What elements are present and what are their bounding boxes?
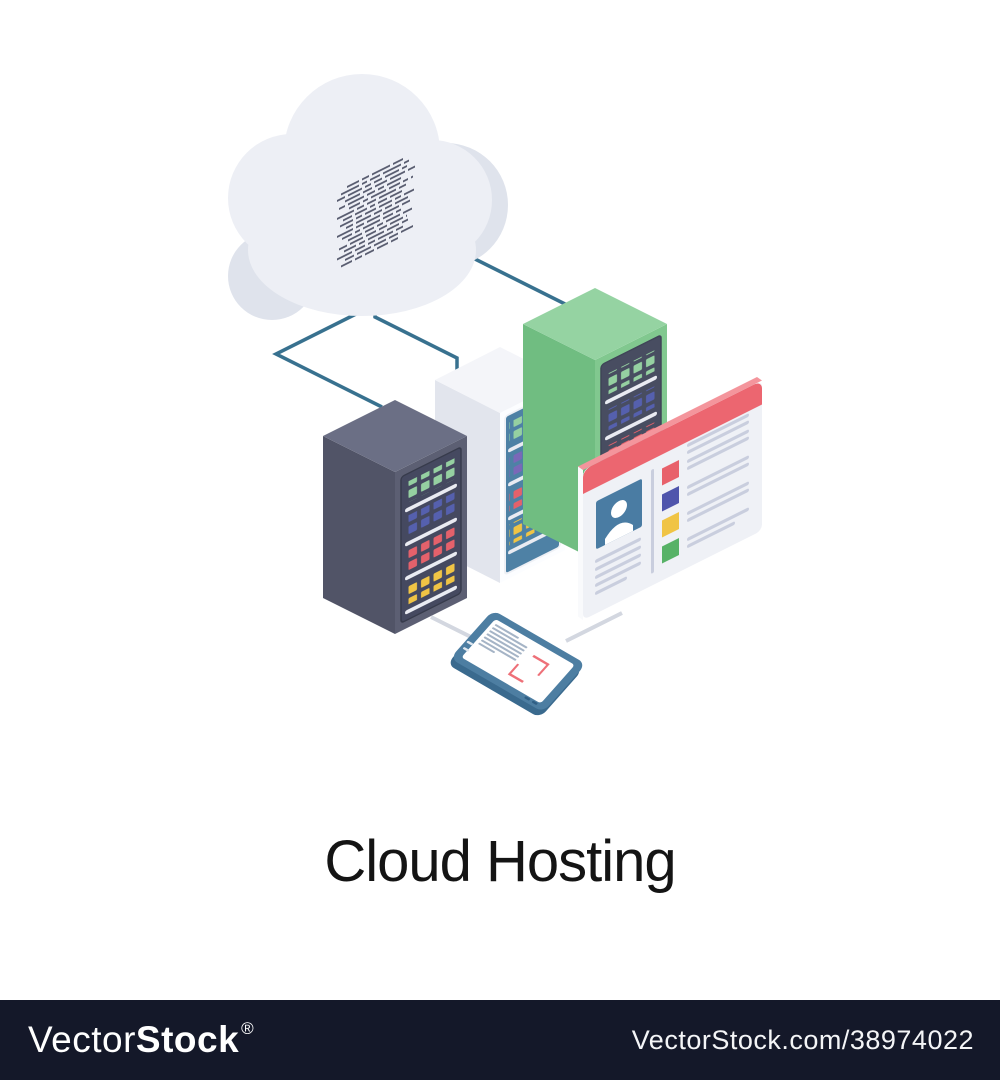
scan-brackets-icon — [507, 654, 550, 683]
watermark-url: VectorStock.com/38974022 — [631, 1024, 974, 1055]
vectorstock-logo: VectorStock® — [28, 1019, 254, 1061]
connector-tablet-card — [565, 611, 623, 643]
logo-text-regular: Vector — [28, 1019, 136, 1060]
logo-text-bold: Stock — [135, 1019, 240, 1060]
watermark-bar: VectorStock® VectorStock.com/38974022 — [0, 1000, 1000, 1080]
profile-card-icon — [578, 377, 762, 620]
connector-server-tablet — [430, 615, 474, 640]
cloud-icon — [228, 74, 508, 320]
code-lines-icon — [337, 158, 415, 268]
list-bullet-red — [662, 460, 679, 486]
server-rack-dark-icon — [323, 400, 467, 634]
card-divider — [651, 469, 654, 574]
page-title: Cloud Hosting — [324, 829, 676, 894]
registered-mark: ® — [241, 1019, 255, 1038]
tablet-icon — [450, 612, 583, 716]
card-header-bar — [583, 383, 762, 494]
list-bullet-blue — [662, 486, 679, 512]
device-connector-lines — [430, 611, 623, 643]
